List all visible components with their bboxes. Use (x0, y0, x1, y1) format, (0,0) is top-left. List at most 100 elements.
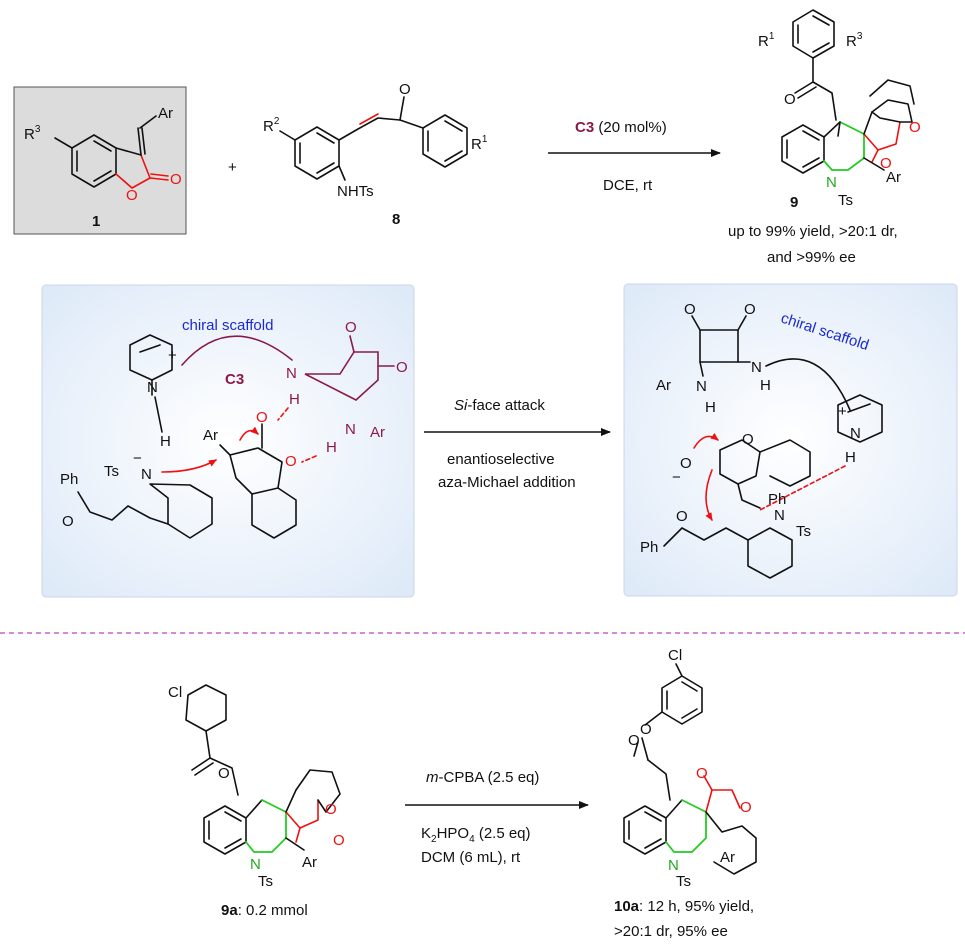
product-9-ring-o: O (909, 119, 921, 136)
mechanism-arrow-line2: enantioselective (447, 451, 555, 468)
substrate-8-label: 8 (392, 211, 400, 228)
right-ring-o: O (742, 431, 754, 448)
catalyst-c3-label: C3 (575, 119, 594, 136)
product-9-ts: Ts (838, 192, 853, 209)
right-ph2-label: Ph (640, 539, 658, 556)
right-squaramide-n1: N (696, 378, 707, 395)
quinuclidine-h: H (160, 433, 171, 450)
squaramide-h2: H (326, 439, 337, 456)
substrate-8-r2: R (263, 118, 274, 135)
product-9-label: 9 (790, 194, 798, 211)
ketone-o: O (62, 513, 74, 530)
plus-sign: + (228, 159, 237, 176)
svg-text:R2: R2 (263, 116, 280, 135)
right-squaramide-n2: N (751, 359, 762, 376)
right-squaramide-o1: O (684, 301, 696, 318)
right-squaramide-ar: Ar (656, 377, 671, 394)
mechanism-right-panel: O O Ar N H N H chiral scaffold + N H O O… (623, 283, 958, 597)
svg-text:R1: R1 (471, 134, 488, 153)
solvent-label: DCE, rt (603, 177, 653, 194)
quinuclidine-n: N (147, 379, 158, 396)
squaramide-o1: O (345, 319, 357, 336)
product-10a-result-line2: >20:1 dr, 95% ee (614, 923, 728, 940)
product-9-r1: R (758, 33, 769, 50)
sulfonamide-n: N (141, 466, 152, 483)
bottom-arrow: m-CPBA (2.5 eq) K2HPO4 (2.5 eq) DCM (6 m… (405, 769, 589, 866)
right-quinuclidine-n: N (850, 425, 861, 442)
substrate-1-carbonyl-o: O (170, 171, 182, 188)
mechanism-arrow-line3: aza-Michael addition (438, 474, 576, 491)
squaramide-ar: Ar (370, 424, 385, 441)
svg-text:Si-face attack: Si-face attack (454, 397, 545, 414)
svg-text:9a: 0.2 mmol: 9a: 0.2 mmol (221, 902, 308, 919)
substrate-1-ring-o: O (126, 187, 138, 204)
substrate-1-box (13, 86, 187, 235)
right-squaramide-h1: H (705, 399, 716, 416)
right-squaramide-h2: H (760, 377, 771, 394)
product-10a-ar: Ar (720, 849, 735, 866)
mechanism-left-panel: chiral scaffold + N H C3 O O N H N H Ar … (41, 284, 415, 598)
ph-label: Ph (60, 471, 78, 488)
nitrogen-minus: − (133, 450, 142, 467)
carbonyl-o: O (256, 409, 268, 426)
substrate-9a-label: 9a (221, 902, 238, 919)
product-10a-ester-o: O (628, 732, 640, 749)
substrate-1: Ar R3 O O 1 (13, 86, 187, 235)
result-line-1: up to 99% yield, >20:1 dr, (728, 223, 898, 240)
product-9-r3: R (846, 33, 857, 50)
product-10a-label: 10a (614, 898, 640, 915)
substrate-9a-ts: Ts (258, 873, 273, 890)
product-10a-ester-link-o: O (640, 721, 652, 738)
product-9-lactone-o: O (880, 155, 892, 172)
substrate-8-nhts: NHTs (337, 183, 374, 200)
right-ph-label: Ph (768, 491, 786, 508)
squaramide-h1: H (289, 391, 300, 408)
product-10a-cl: Cl (668, 647, 682, 664)
product-10a-ring-o: O (740, 799, 752, 816)
right-ammonium-plus: + (838, 403, 847, 420)
substrate-9a: Cl O O O N Ts Ar 9a: 0.2 mmol (168, 684, 345, 919)
right-squaramide-o2: O (744, 301, 756, 318)
substrate-9a-ketone-o: O (218, 765, 230, 782)
svg-text:10a: 12 h, 95% yield,: 10a: 12 h, 95% yield, (614, 898, 754, 915)
substrate-9a-ar: Ar (302, 854, 317, 871)
squaramide-n1: N (286, 365, 297, 382)
product-10a: Cl O O O O N Ts Ar 10a: 12 h, 95% yield,… (614, 647, 757, 940)
right-ts-label: Ts (796, 523, 811, 540)
product-9: R1 R3 O O O N Ts Ar 9 (758, 9, 921, 211)
product-10a-ts: Ts (676, 873, 691, 890)
substrate-1-ar: Ar (158, 105, 173, 122)
svg-text:R3: R3 (846, 31, 863, 50)
alkylidene-ar: Ar (203, 427, 218, 444)
chiral-scaffold-label: chiral scaffold (182, 317, 273, 334)
substrate-9a-ring-o: O (325, 801, 337, 818)
svg-text:K2HPO4 (2.5 eq): K2HPO4 (2.5 eq) (421, 825, 531, 845)
svg-text:m-CPBA (2.5 eq): m-CPBA (2.5 eq) (426, 769, 539, 786)
substrate-8: R2 O NHTs R1 8 (263, 81, 488, 228)
ring-o: O (285, 453, 297, 470)
top-arrow: C3 (20 mol%) DCE, rt (548, 119, 721, 194)
svg-text:R1: R1 (758, 31, 775, 50)
mechanism-arrow: Si-face attack enantioselective aza-Mich… (424, 397, 611, 491)
product-9-n: N (826, 174, 837, 191)
product-9-ketone-o: O (784, 91, 796, 108)
right-ketone-o: O (676, 508, 688, 525)
product-10a-lactone-o: O (696, 765, 708, 782)
substrate-9a-n: N (250, 856, 261, 873)
substrate-9a-cl: Cl (168, 684, 182, 701)
svg-text:R3: R3 (24, 124, 41, 143)
right-sulfonamide-n: N (774, 507, 785, 524)
svg-text:C3 (20 mol%): C3 (20 mol%) (575, 119, 667, 136)
squaramide-o2: O (396, 359, 408, 376)
right-quinuclidine-h: H (845, 449, 856, 466)
right-enolate-o: O (680, 455, 692, 472)
bottom-solvent-label: DCM (6 mL), rt (421, 849, 521, 866)
catalyst-c3-mech-label: C3 (225, 371, 244, 388)
substrate-1-label: 1 (92, 213, 100, 230)
substrate-8-o: O (399, 81, 411, 98)
substrate-9a-lactone-o: O (333, 832, 345, 849)
substrate-8-r1: R (471, 136, 482, 153)
result-line-2: and >99% ee (767, 249, 856, 266)
substrate-1-r3: R (24, 126, 35, 143)
